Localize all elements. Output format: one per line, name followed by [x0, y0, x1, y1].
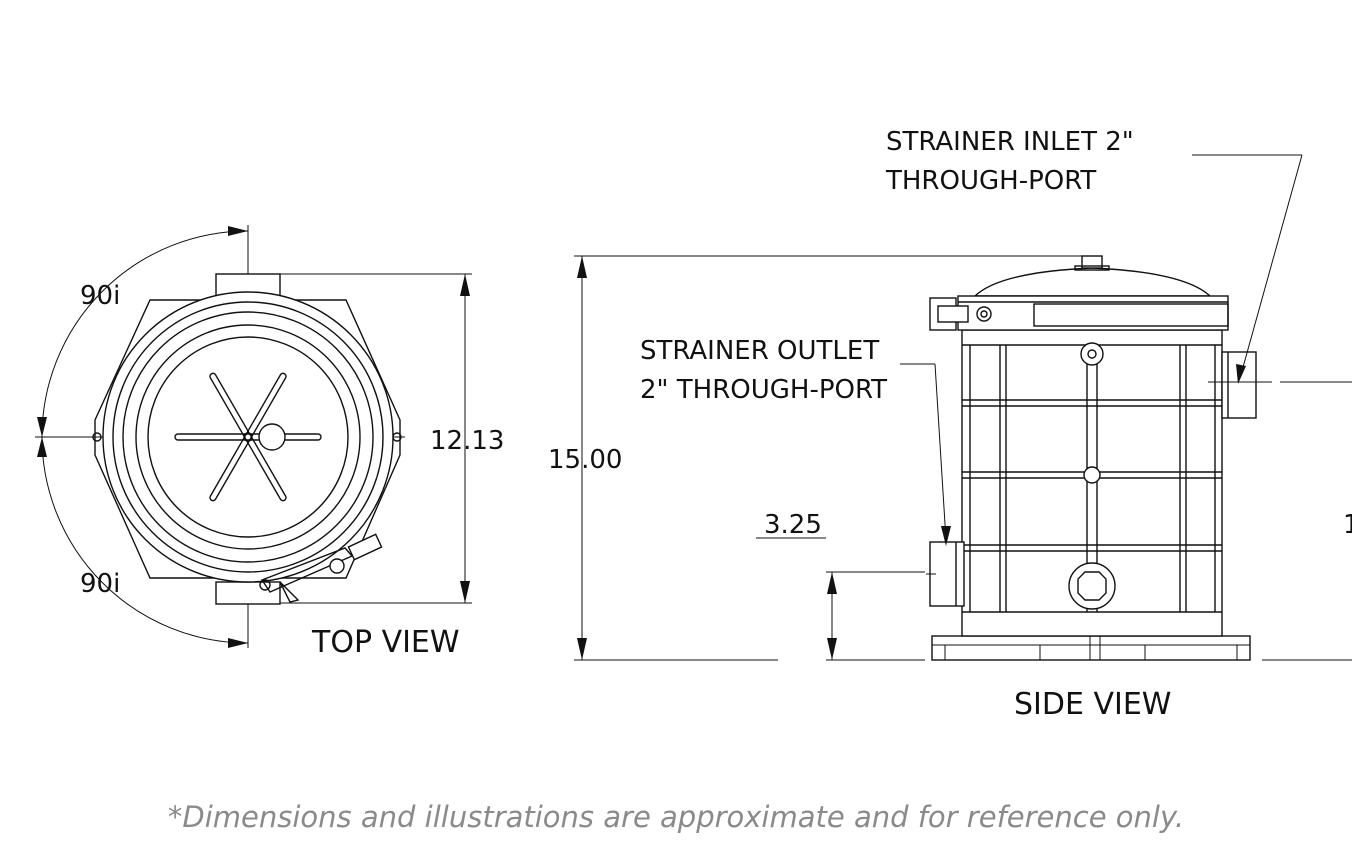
angle-arrow-1: [228, 226, 248, 236]
height-dimension-label: 15.00: [548, 445, 622, 475]
side-view: 15.00 3.25: [548, 127, 1352, 722]
angle-arrow-2: [37, 417, 47, 437]
outlet-port: [929, 541, 965, 607]
housing-outline: [94, 299, 401, 579]
inlet-label-line2: THROUGH-PORT: [885, 166, 1096, 196]
height-arrow-top: [577, 256, 587, 278]
lid-center: [243, 432, 253, 442]
lid-spokes: [174, 372, 322, 502]
inlet-label-line1: STRAINER INLET 2": [886, 127, 1134, 157]
side-clamp: [929, 297, 992, 331]
outlet-label-line1: STRAINER OUTLET: [640, 336, 879, 366]
outlet-label-line2: 2" THROUGH-PORT: [640, 375, 887, 405]
right-edge-dimension-label: 1: [1343, 510, 1352, 540]
outlet-leader-arrow: [941, 526, 951, 546]
outlet-leader: [934, 363, 947, 541]
inlet-port: [1221, 351, 1257, 419]
lid-knob: [258, 423, 286, 451]
lid-ring-3: [122, 311, 374, 563]
outlet-height-label: 3.25: [764, 510, 822, 540]
body-boss: [1083, 466, 1101, 484]
base-plate: [931, 635, 1251, 661]
inlet-leader-arrow: [1236, 364, 1246, 384]
angle-label-bottom: 90i: [80, 569, 120, 599]
lid-ring-2: [112, 301, 384, 573]
lid-outer-ring: [102, 291, 394, 583]
outlet-arrow-bottom: [827, 638, 837, 660]
clamp-latch: [259, 533, 383, 603]
left-mount-hole: [92, 432, 102, 442]
width-arrow-top: [460, 274, 470, 296]
lid-knob-top: [1081, 255, 1103, 269]
lid-dome: [973, 267, 1212, 297]
top-view-label: TOP VIEW: [311, 625, 460, 660]
height-arrow-bottom: [577, 638, 587, 660]
angle-label-top: 90i: [80, 281, 120, 311]
footnote-disclaimer: *Dimensions and illustrations are approx…: [167, 800, 1185, 834]
gauge-port: [1080, 342, 1104, 366]
lid-ring-4: [135, 324, 361, 550]
width-arrow-bottom: [460, 581, 470, 603]
lid-inner-ring: [147, 336, 349, 538]
inlet-leader: [1239, 154, 1303, 379]
drain-plug-hex: [1077, 571, 1107, 601]
side-view-label: SIDE VIEW: [1014, 687, 1171, 722]
top-view: 90i 90i 12.13 TOP VIEW: [35, 225, 504, 660]
outlet-arrow-top: [827, 572, 837, 594]
drain-plug: [1068, 562, 1116, 610]
angle-arrow-3: [37, 437, 47, 457]
width-dimension-label: 12.13: [430, 426, 504, 456]
angle-arc-bottom: [41, 436, 249, 644]
lid-band: [957, 295, 1229, 331]
angle-arc-top: [41, 230, 249, 438]
angle-arrow-4: [228, 638, 248, 648]
